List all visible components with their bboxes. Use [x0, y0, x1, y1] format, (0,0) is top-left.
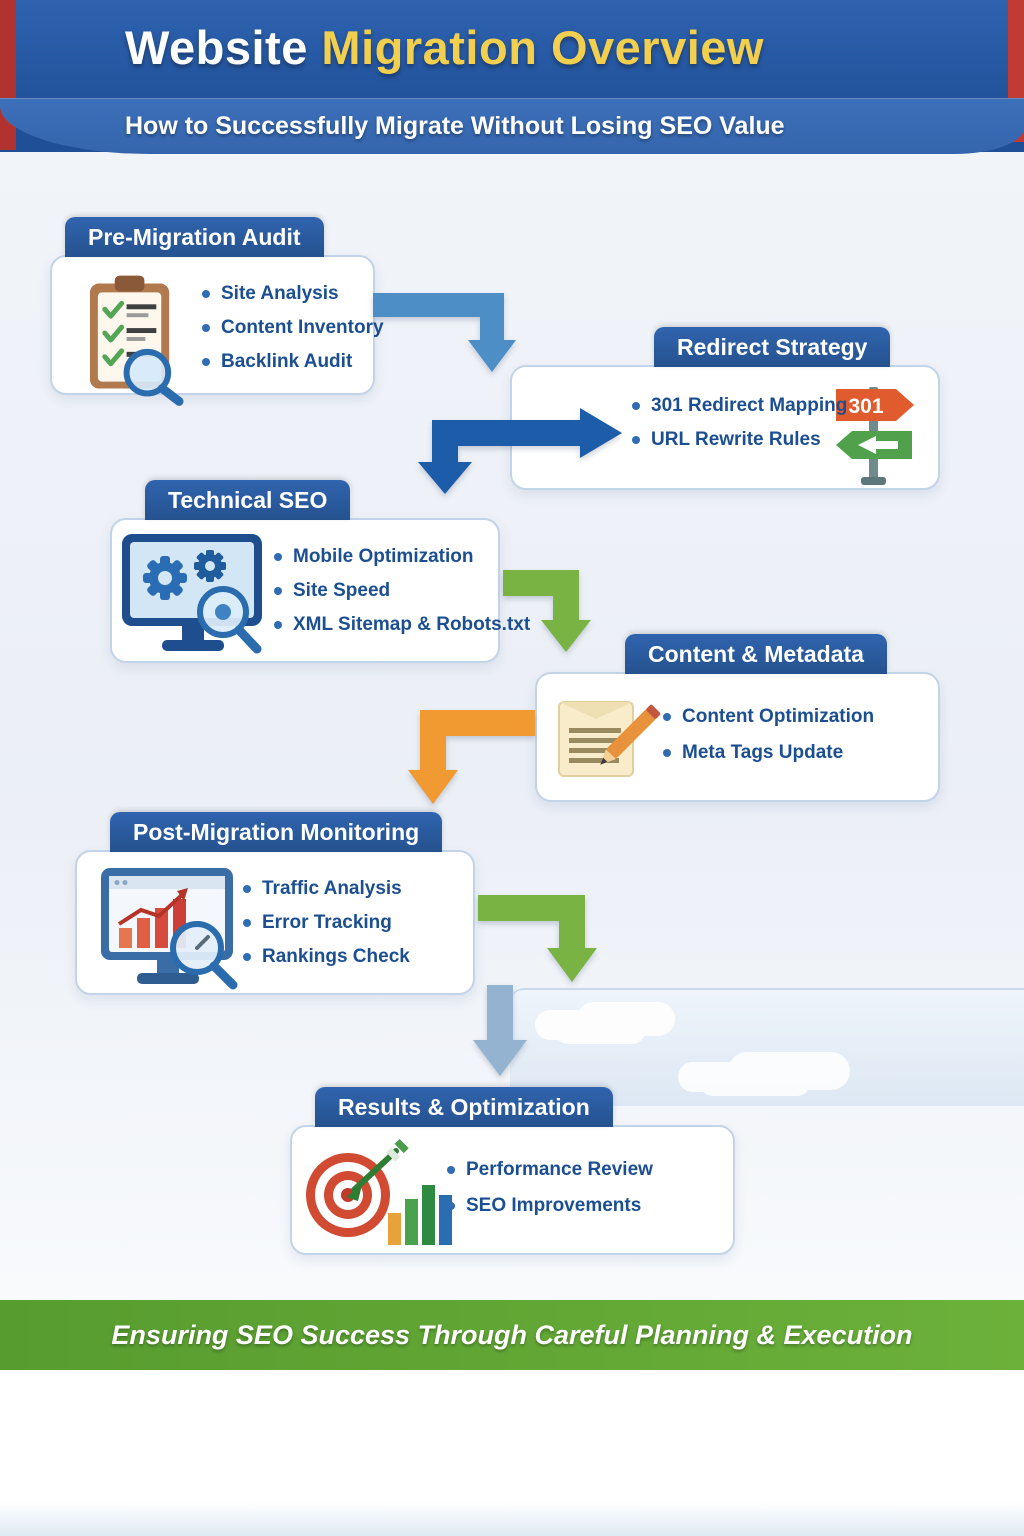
footer-banner: Ensuring SEO Success Through Careful Pla…	[0, 1300, 1024, 1370]
card-results-optimization: Results & Optimization Performance Revie…	[290, 1087, 735, 1255]
card-redirect-strategy: Redirect Strategy 301 301 Redirect Mappi…	[510, 327, 940, 490]
bullet-text: Content Inventory	[221, 317, 384, 338]
bullet-text: Mobile Optimization	[293, 546, 474, 567]
card-title-tab: Content & Metadata	[625, 634, 887, 674]
bullet-dot	[243, 885, 251, 893]
list-item: Rankings Check	[243, 946, 410, 968]
list-item: Traffic Analysis	[243, 878, 410, 900]
card-technical-seo: Technical SEO	[110, 480, 530, 663]
left-red-edge	[0, 0, 16, 150]
cloud-icon	[555, 1018, 645, 1044]
sign-301-label: 301	[848, 395, 883, 418]
card-title: Results & Optimization	[338, 1094, 590, 1120]
bullet-dot	[243, 953, 251, 961]
bullet-text: Site Analysis	[221, 283, 339, 304]
bullet-text: SEO Improvements	[466, 1195, 642, 1216]
bullet-text: Traffic Analysis	[262, 878, 402, 899]
page-subtitle: How to Successfully Migrate Without Losi…	[125, 112, 785, 140]
bullet-list: Traffic Analysis Error Tracking Rankings…	[243, 878, 410, 968]
card-post-migration-monitoring: Post-Migration Monitoring Traffic Analys…	[75, 812, 475, 995]
card-title-tab: Redirect Strategy	[654, 327, 891, 367]
card-pre-migration-audit: Pre-Migration Audit Site Analysis Conten…	[50, 217, 384, 406]
subtitle-band: How to Successfully Migrate Without Losi…	[0, 98, 1024, 154]
card-title-tab: Technical SEO	[145, 480, 351, 520]
card-title-tab: Pre-Migration Audit	[65, 217, 324, 257]
card-title-tab: Post-Migration Monitoring	[110, 812, 443, 852]
signpost-301-icon: 301	[836, 387, 914, 485]
bullet-dot	[202, 324, 210, 332]
bullet-text: Performance Review	[466, 1159, 653, 1180]
bullet-dot	[632, 436, 640, 444]
bullet-text: Content Optimization	[682, 706, 875, 727]
target-chart-icon	[306, 1138, 452, 1245]
card-title-tab: Results & Optimization	[315, 1087, 613, 1127]
bullet-dot	[274, 621, 282, 629]
bullet-list: 301 Redirect Mapping URL Rewrite Rules	[632, 395, 847, 451]
card-title: Post-Migration Monitoring	[133, 819, 420, 845]
card-title: Redirect Strategy	[677, 334, 868, 360]
header: Website Migration Overview How to Succes…	[0, 0, 1024, 154]
list-item: 301 Redirect Mapping	[632, 395, 847, 417]
bullet-text: Rankings Check	[262, 946, 410, 967]
card-content-metadata: Content & Metadata Content Optimization …	[535, 634, 940, 802]
bullet-dot	[663, 713, 671, 721]
list-item: Site Speed	[274, 580, 530, 602]
card-title: Pre-Migration Audit	[88, 224, 301, 250]
monitor-gears-icon	[122, 534, 262, 654]
document-pencil-icon	[558, 701, 661, 777]
list-item: Performance Review	[447, 1159, 653, 1181]
bullet-text: Backlink Audit	[221, 351, 353, 372]
cloud-icon	[700, 1070, 810, 1096]
bullet-list: Content Optimization Meta Tags Update	[663, 706, 874, 764]
list-item: Site Analysis	[202, 283, 384, 305]
bullet-text: Site Speed	[293, 580, 391, 601]
bullet-dot	[202, 290, 210, 298]
list-item: Content Optimization	[663, 706, 874, 728]
page-title: Website Migration Overview	[125, 20, 764, 75]
bullet-dot	[447, 1202, 455, 1210]
bullet-dot	[274, 553, 282, 561]
monitor-analytics-icon	[101, 868, 238, 990]
list-item: Meta Tags Update	[663, 742, 874, 764]
bullet-dot	[274, 587, 282, 595]
title-part-white: Website	[125, 21, 308, 74]
list-item: Backlink Audit	[202, 351, 384, 373]
footer-text: Ensuring SEO Success Through Careful Pla…	[111, 1319, 913, 1350]
list-item: Content Inventory	[202, 317, 384, 339]
card-title: Technical SEO	[168, 487, 328, 513]
list-item: XML Sitemap & Robots.txt	[274, 614, 530, 636]
list-item: Error Tracking	[243, 912, 410, 934]
bottom-fade	[0, 1502, 1024, 1536]
bullet-text: URL Rewrite Rules	[651, 429, 821, 450]
decorative-sky-panel	[510, 988, 1024, 1106]
bullet-dot	[632, 402, 640, 410]
list-item: URL Rewrite Rules	[632, 429, 847, 451]
bullet-dot	[663, 749, 671, 757]
bullet-dot	[202, 358, 210, 366]
bullet-list: Mobile Optimization Site Speed XML Sitem…	[274, 546, 530, 636]
list-item: SEO Improvements	[447, 1195, 653, 1217]
bullet-text: XML Sitemap & Robots.txt	[293, 614, 531, 635]
card-title: Content & Metadata	[648, 641, 864, 667]
bullet-dot	[447, 1166, 455, 1174]
clipboard-checklist-icon	[89, 275, 184, 406]
bullet-list: Site Analysis Content Inventory Backlink…	[202, 283, 384, 373]
bullet-text: 301 Redirect Mapping	[651, 395, 848, 416]
bullet-text: Meta Tags Update	[682, 742, 844, 763]
bullet-text: Error Tracking	[262, 912, 392, 933]
list-item: Mobile Optimization	[274, 546, 530, 568]
bullet-list: Performance Review SEO Improvements	[447, 1159, 653, 1217]
title-part-gold: Migration Overview	[321, 21, 764, 74]
bullet-dot	[243, 919, 251, 927]
